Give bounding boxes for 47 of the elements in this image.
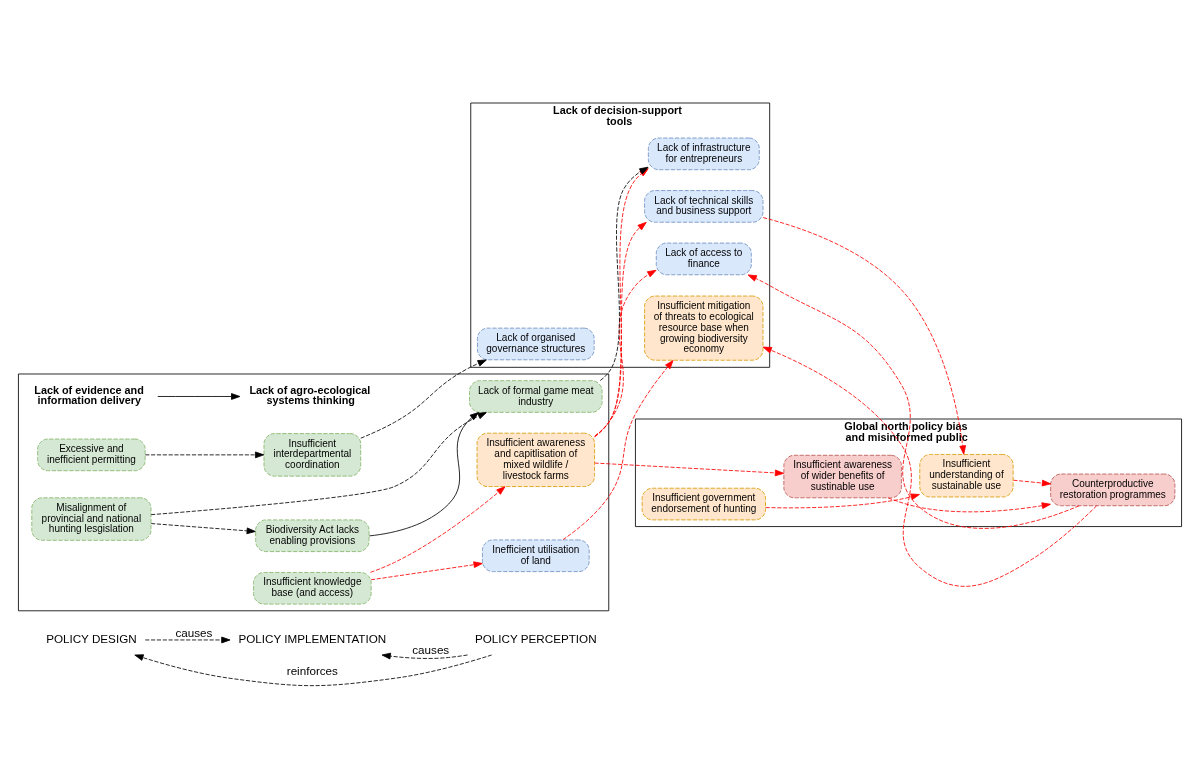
node-box: Insufficient awareness and capitlisation of mixed wildlife / livestock farms xyxy=(476,432,595,487)
node-box: Insufficient mitigation of threats to ecological resource base when growing biodiversity economy xyxy=(644,295,764,361)
node-box: Misalignment of provincial and national hunting lesgislation xyxy=(31,496,152,541)
arrow xyxy=(594,269,657,436)
arrow xyxy=(150,411,487,515)
arrow xyxy=(157,392,241,400)
node-text: Lack of agro-ecological systems thinking xyxy=(249,383,371,406)
edge-label: causes xyxy=(175,625,213,639)
node-box: Insufficient awareness of wider benefits of sustinable use xyxy=(783,454,902,498)
arrow xyxy=(134,653,493,686)
arrow xyxy=(150,522,256,534)
arrow xyxy=(762,346,1098,587)
node-text: Lack of evidence and information delivery xyxy=(34,383,144,406)
arrow xyxy=(370,560,483,580)
node-text: POLICY PERCEPTION xyxy=(475,631,597,645)
edge-label: reinforces xyxy=(286,663,338,677)
arrow xyxy=(762,216,967,455)
arrow xyxy=(144,636,231,643)
node-box: Insufficient government endorsement of hunting xyxy=(641,487,766,520)
arrow xyxy=(370,485,506,573)
arrow xyxy=(360,359,487,439)
node-box: Insufficient knowledge base (and access) xyxy=(253,571,372,605)
node-text: POLICY DESIGN xyxy=(46,631,137,645)
node-box: Lack of infrastructure for entrepreneurs xyxy=(647,137,760,170)
node-box: Lack of access to finance xyxy=(655,242,752,275)
node-box: Excessive and inefficient permitting xyxy=(37,438,146,471)
node-text: POLICY IMPLEMENTATION xyxy=(238,631,387,645)
arrow xyxy=(381,652,468,659)
arrow xyxy=(765,493,920,508)
edge-label: causes xyxy=(412,642,450,656)
node-box: Insufficient interdepartmental coordination xyxy=(263,432,362,477)
arrow xyxy=(1013,479,1052,486)
arrow xyxy=(594,462,785,476)
arrow xyxy=(747,274,1080,529)
arrow xyxy=(887,497,1051,512)
arrow xyxy=(594,221,647,437)
cluster xyxy=(18,373,610,611)
node-box: Inefficient utilisation of land xyxy=(482,539,590,572)
node-box: Counterproductive restoration programmes xyxy=(1050,473,1176,506)
arrow xyxy=(562,359,674,540)
arrow xyxy=(144,451,265,458)
arrow xyxy=(368,411,479,536)
node-box: Lack of technical skills and business support xyxy=(644,189,764,223)
node-box: Insufficient understanding of sustainable use xyxy=(919,453,1014,497)
node-box: Lack of formal game meat industry xyxy=(469,379,603,413)
node-box: Biodiversity Act lacks enabling provisions xyxy=(255,519,370,552)
node-box: Lack of organised governance structures xyxy=(477,327,595,360)
